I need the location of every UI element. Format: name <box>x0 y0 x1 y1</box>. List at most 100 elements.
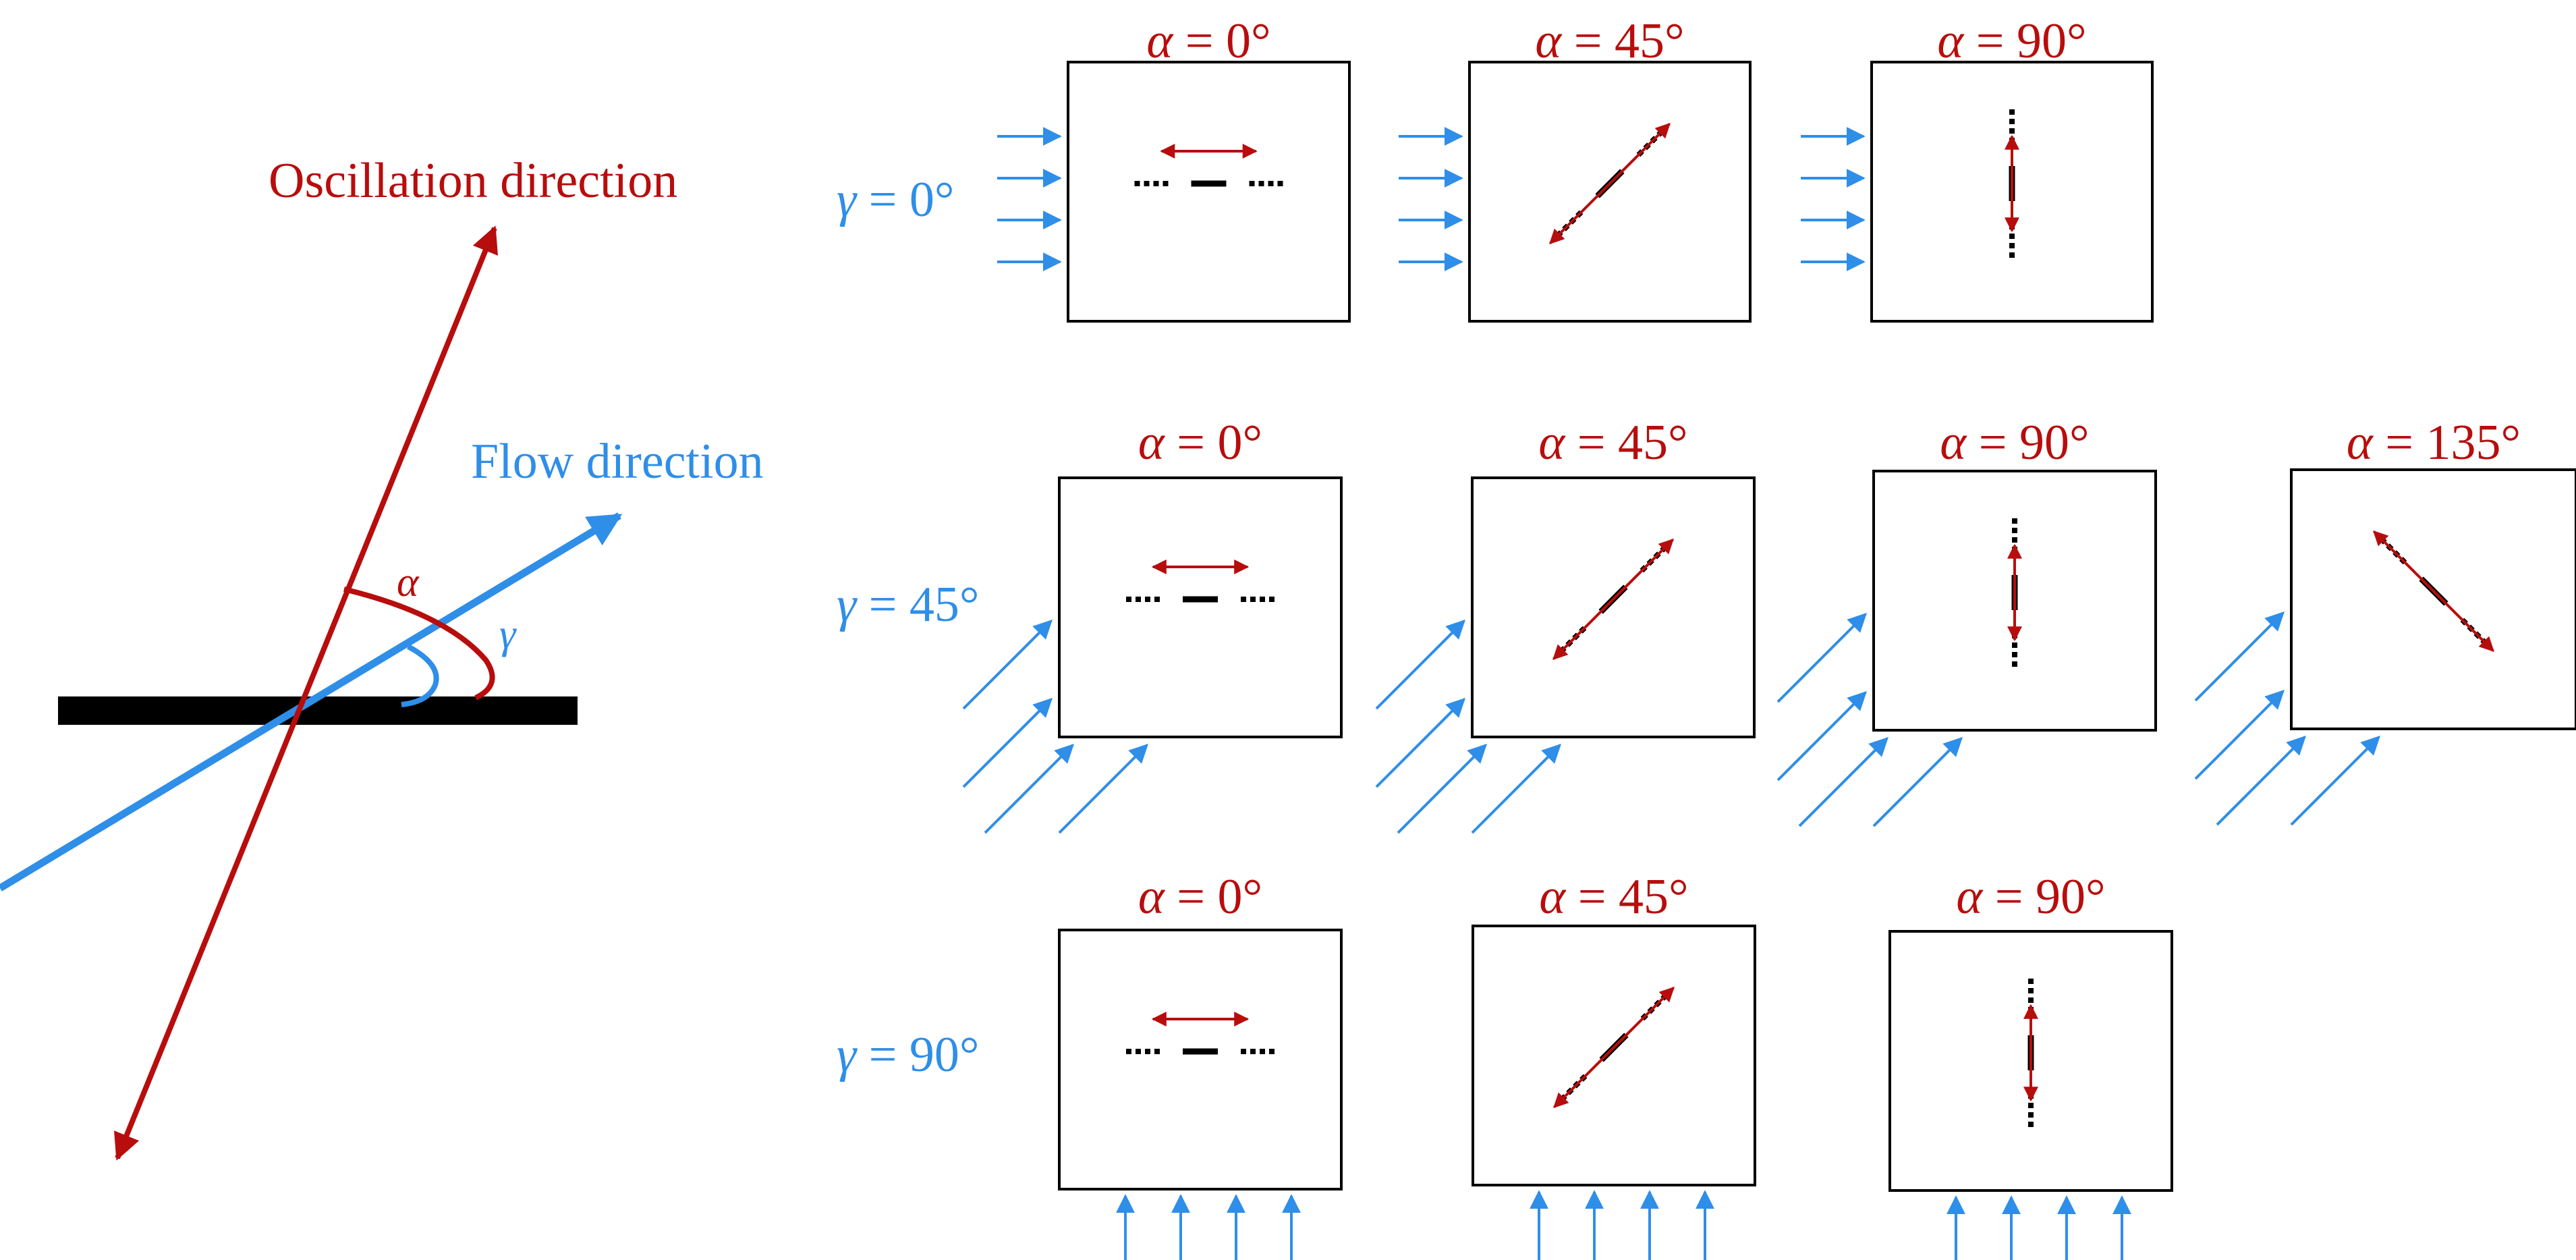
oscillation-arrow <box>1553 987 1675 1108</box>
flow-arrow <box>1397 744 1487 834</box>
plate-assembly <box>2373 530 2494 652</box>
flow-arrow <box>962 698 1053 788</box>
row-gamma-0: γ = 0°α = 0°α = 45°α = 90° <box>837 13 2154 323</box>
gamma-label: γ = 90° <box>837 1027 980 1083</box>
alpha-symbol: α <box>1539 869 1567 925</box>
flow-arrows <box>1399 127 1463 271</box>
gamma-label: γ = 45° <box>837 577 980 632</box>
flow-arrow <box>1776 613 1867 703</box>
flow-arrow <box>1872 737 1963 827</box>
flow-arrow <box>1375 620 1465 710</box>
alpha-label: α = 45° <box>1538 415 1687 470</box>
flow-arrow <box>2194 611 2285 702</box>
panel-alpha-90: α = 90° <box>1776 415 2157 827</box>
oscillation-direction-label: Oscillation direction <box>269 153 677 209</box>
flow-arrows <box>2194 611 2380 826</box>
flow-arrow <box>1471 744 1561 834</box>
gamma-label: γ = 0° <box>837 172 955 227</box>
alpha-value: = 90° <box>1982 869 2105 925</box>
alpha-value: = 45° <box>1565 415 1687 470</box>
flow-arrow <box>2290 736 2380 826</box>
gamma-symbol: γ <box>837 172 858 227</box>
flow-arrow <box>1798 737 1888 827</box>
alpha-value: = 90° <box>1966 415 2089 470</box>
oscillation-arrow <box>1549 123 1671 244</box>
row-gamma-45: γ = 45°α = 0°α = 45°α = 90°α = 135° <box>837 415 2576 834</box>
alpha-label: α = 135° <box>2347 415 2521 470</box>
gamma-value: = 0° <box>856 172 954 227</box>
panel-box <box>1067 61 1351 323</box>
flow-arrows <box>1116 1194 1301 1260</box>
panel-box <box>1472 925 1756 1186</box>
alpha-symbol: α <box>1138 869 1166 925</box>
oscillation-arrow <box>1552 539 1674 660</box>
plate-assembly <box>1134 144 1283 187</box>
flow-arrows <box>1801 127 1866 271</box>
flow-arrow <box>962 620 1053 710</box>
panel-box <box>1870 61 2154 323</box>
alpha-symbol: α <box>1956 869 1984 925</box>
alpha-label: α = 45° <box>1535 13 1684 69</box>
flow-arrows <box>1947 1195 2131 1260</box>
panel-box <box>1471 476 1756 738</box>
alpha-value: = 0° <box>1165 869 1262 925</box>
gamma-value: = 90° <box>856 1027 979 1083</box>
flow-arrows <box>997 127 1062 271</box>
panel-alpha-90: α = 90° <box>1801 13 2154 323</box>
alpha-value: = 0° <box>1173 13 1270 69</box>
gamma-angle-arc <box>401 644 439 707</box>
gamma-value: = 45° <box>856 577 979 632</box>
alpha-label: α = 0° <box>1138 415 1262 470</box>
alpha-label: α = 0° <box>1146 13 1270 69</box>
panel-alpha-90: α = 90° <box>1888 869 2173 1260</box>
panel-alpha-0: α = 0° <box>962 415 1343 834</box>
flow-arrow <box>984 744 1074 834</box>
flow-arrows <box>1530 1190 1714 1260</box>
oscillation-direction-arrow <box>113 225 499 1161</box>
alpha-label: α = 90° <box>1937 13 2086 69</box>
alpha-label: α = 90° <box>1956 869 2105 925</box>
panel-box <box>1872 470 2157 732</box>
panel-box <box>1468 61 1752 323</box>
alpha-value: = 45° <box>1565 869 1688 925</box>
plate-assembly <box>1552 539 1674 660</box>
flow-direction-label: Flow direction <box>471 434 764 489</box>
flow-arrow <box>1058 744 1148 834</box>
gamma-symbol: γ <box>499 611 517 657</box>
alpha-symbol: α <box>397 559 420 605</box>
alpha-value: = 90° <box>1963 13 2086 69</box>
panel-box <box>1058 476 1343 738</box>
flow-arrow <box>1776 691 1867 782</box>
panel-alpha-0: α = 0° <box>997 13 1351 323</box>
flow-arrows <box>962 620 1148 834</box>
row-gamma-90: γ = 90°α = 0°α = 45°α = 90° <box>837 869 2173 1260</box>
panel-alpha-0: α = 0° <box>1058 869 1343 1260</box>
schematic: Oscillation direction Flow direction α γ <box>0 153 764 1161</box>
flow-arrow <box>1375 698 1465 788</box>
plate-assembly <box>1126 1012 1275 1055</box>
panel-box <box>2290 468 2576 730</box>
flow-arrow <box>2216 736 2306 826</box>
alpha-label: α = 0° <box>1138 869 1262 925</box>
alpha-value: = 0° <box>1165 415 1262 470</box>
alpha-symbol: α <box>1937 13 1965 69</box>
flow-arrows <box>1375 620 1561 834</box>
alpha-value: = 45° <box>1561 13 1684 69</box>
flow-arrows <box>1776 613 1963 827</box>
alpha-symbol: α <box>1535 13 1563 69</box>
plate-assembly <box>1549 123 1671 244</box>
panel-box <box>1888 930 2173 1192</box>
panel-alpha-135: α = 135° <box>2194 415 2576 826</box>
panel-alpha-45: α = 45° <box>1399 13 1752 323</box>
oscillation-arrow <box>2373 530 2494 652</box>
alpha-symbol: α <box>1538 415 1566 470</box>
alpha-symbol: α <box>1940 415 1967 470</box>
plate-assembly <box>1126 559 1275 603</box>
alpha-label: α = 90° <box>1940 415 2089 470</box>
gamma-symbol: γ <box>837 577 858 632</box>
alpha-angle-arc <box>343 586 495 701</box>
gamma-symbol: γ <box>837 1027 858 1083</box>
alpha-label: α = 45° <box>1539 869 1688 925</box>
flow-arrow <box>2194 690 2285 780</box>
